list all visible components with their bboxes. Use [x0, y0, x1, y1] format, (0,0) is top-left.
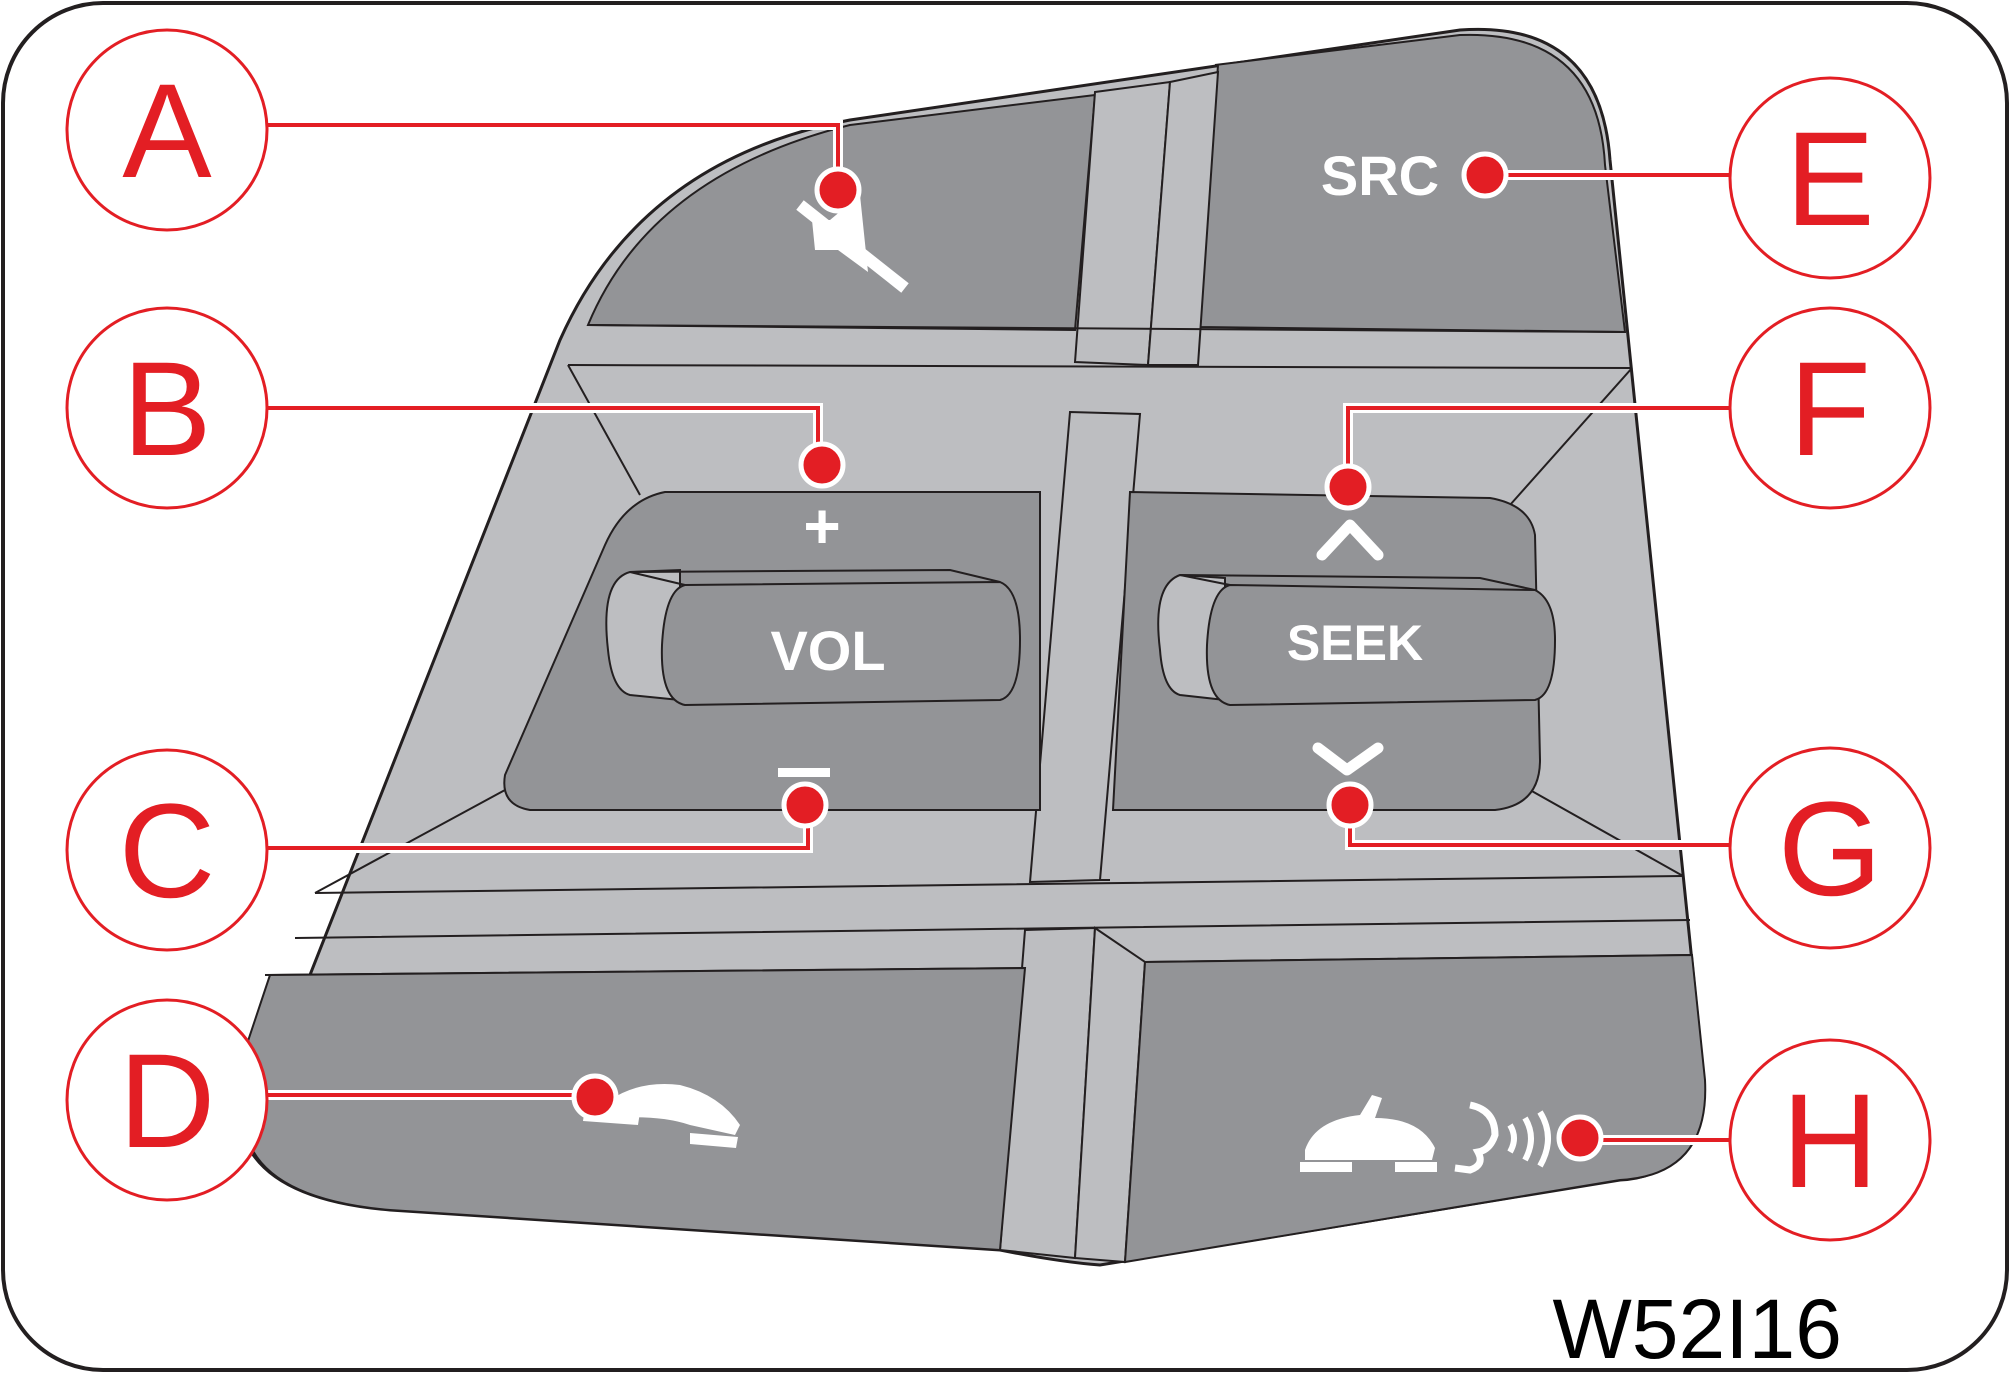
callout-F: F — [1728, 306, 1932, 510]
phone-answer-voice-command-icon — [1300, 1095, 1551, 1174]
seek-rocker[interactable] — [1205, 583, 1557, 707]
callout-E: E — [1728, 76, 1932, 280]
vol-rocker-top-edge — [629, 568, 1001, 586]
band-line-lower — [264, 875, 1693, 976]
chevron-up-icon[interactable] — [1316, 519, 1384, 561]
callout-letter: H — [1782, 1067, 1879, 1216]
vol-rocker[interactable] — [660, 580, 1022, 707]
callout-G: G — [1728, 746, 1932, 950]
minus-icon[interactable] — [778, 768, 830, 777]
callout-letter: E — [1785, 105, 1874, 254]
src-label: SRC — [1321, 144, 1439, 207]
callout-letter: D — [119, 1027, 216, 1176]
figure-code: W52I16 — [1553, 1282, 1843, 1373]
vol-label: VOL — [770, 619, 885, 682]
answer-voice-button[interactable] — [1123, 953, 1707, 1264]
seek-rocker-top-edge — [1179, 574, 1536, 591]
callout-D: D — [65, 998, 269, 1202]
callout-H: H — [1728, 1038, 1932, 1242]
source-button[interactable] — [1198, 33, 1627, 334]
speaker-muted-icon — [796, 195, 909, 293]
divider-top-right — [1146, 70, 1220, 366]
chevron-down-icon[interactable] — [1312, 742, 1384, 776]
callout-letter: F — [1789, 335, 1871, 484]
callout-letter: B — [122, 335, 211, 484]
rocker-recess-bevels — [314, 364, 1684, 894]
volume-up[interactable]: + — [803, 490, 840, 562]
callout-letter: A — [122, 57, 212, 206]
callout-letter: G — [1778, 775, 1882, 924]
callout-A: A — [65, 28, 269, 232]
callout-dots — [571, 151, 1604, 1162]
seek-label: SEEK — [1287, 615, 1423, 671]
callout-letter: C — [119, 777, 216, 926]
callout-B: B — [65, 306, 269, 510]
callout-leaders — [265, 120, 1735, 1145]
band-line-upper — [567, 324, 1633, 369]
callout-C: C — [65, 748, 269, 952]
